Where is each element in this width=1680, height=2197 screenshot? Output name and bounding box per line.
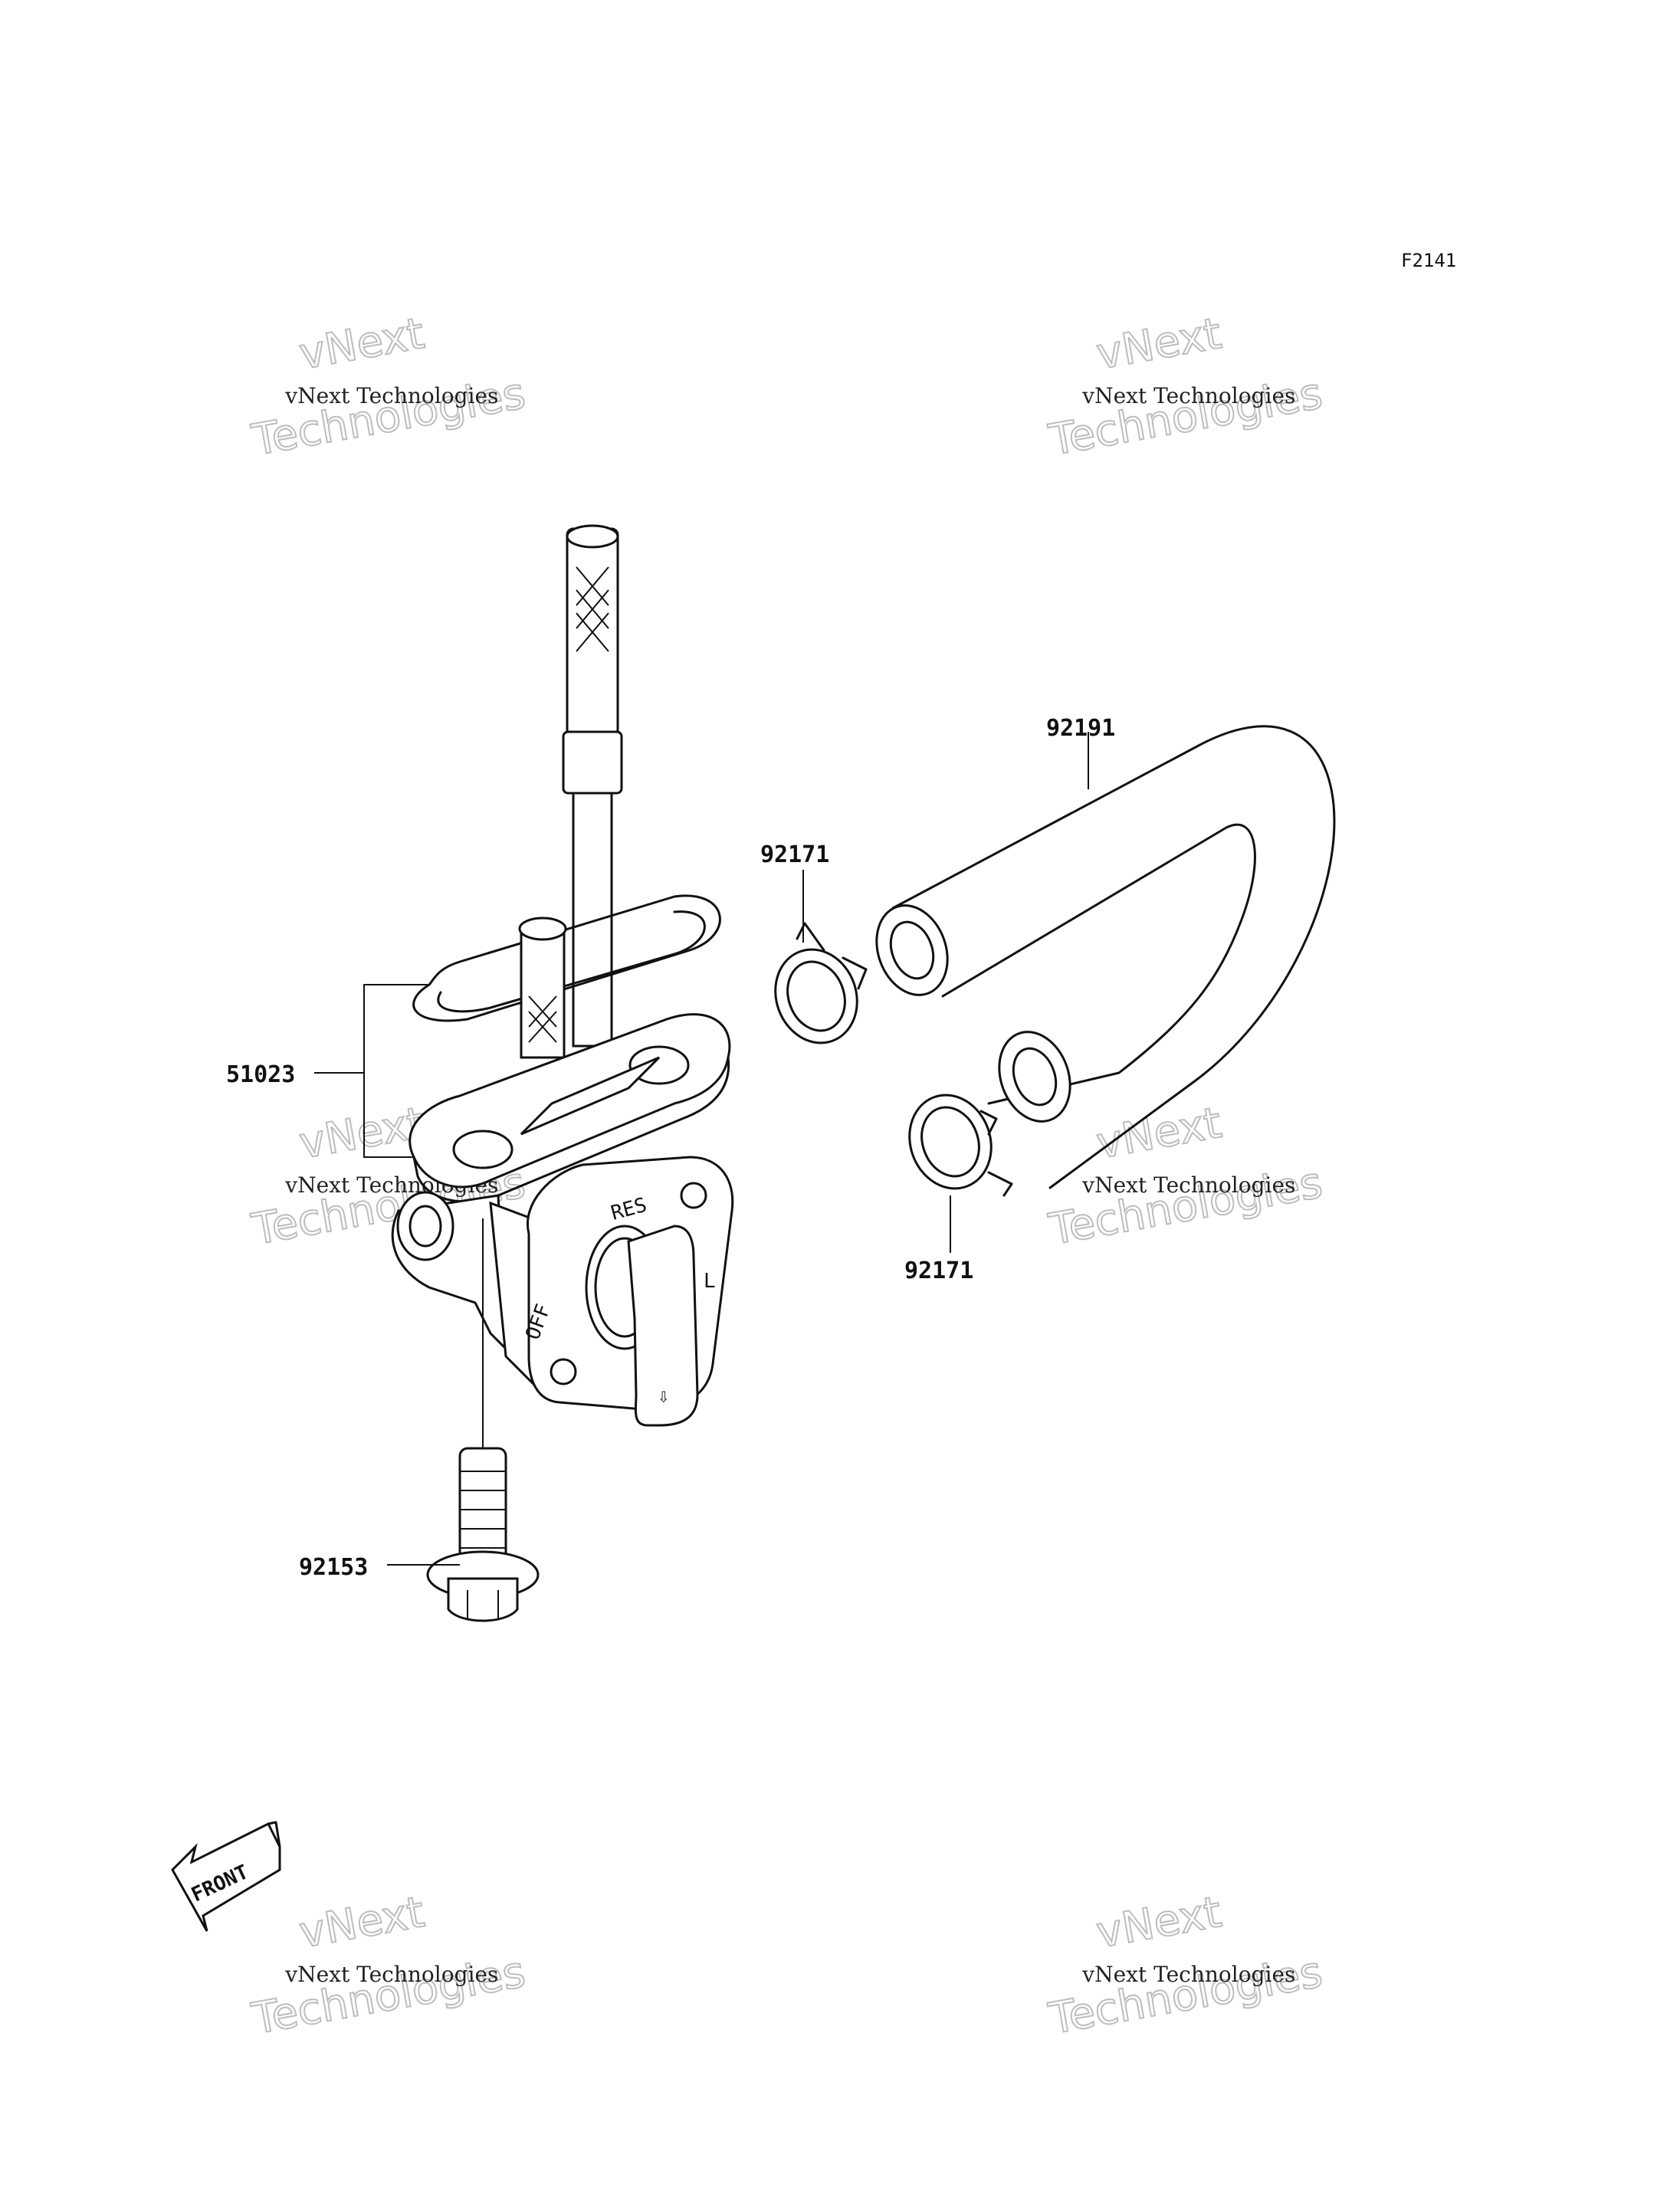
svg-text:vNext: vNext xyxy=(296,1098,428,1169)
fuel-hose xyxy=(875,725,1336,1189)
svg-text:vNext: vNext xyxy=(1093,309,1225,379)
part-label-92191: 92191 xyxy=(1046,715,1115,742)
plate-screw-bottom xyxy=(550,1358,577,1385)
outlet-port xyxy=(396,1191,454,1261)
filter-screen-lower xyxy=(520,926,566,1059)
filter-collar xyxy=(562,730,623,795)
filter-cap-upper xyxy=(566,524,619,549)
flange-hole-right xyxy=(628,1045,690,1085)
figure-code: F2141 xyxy=(1401,250,1456,271)
dial-on: L xyxy=(704,1270,716,1293)
hose-end-bottom xyxy=(998,1031,1071,1123)
svg-text:vNext Technologies: vNext Technologies xyxy=(1081,1962,1295,1987)
watermark-top-right: vNext Technologies vNext Technologies xyxy=(1045,308,1327,467)
svg-text:vNext Technologies: vNext Technologies xyxy=(1081,383,1295,408)
watermark-bottom-left: vNext Technologies vNext Technologies xyxy=(248,1887,530,2045)
bolt xyxy=(426,1447,540,1622)
watermark-bottom-right: vNext Technologies vNext Technologies xyxy=(1045,1887,1327,2045)
lever-plate xyxy=(527,1156,734,1412)
svg-text:vNext: vNext xyxy=(296,309,428,379)
watermark-top-left: vNext Technologies vNext Technologies xyxy=(248,308,530,467)
svg-text:vNext Technologies: vNext Technologies xyxy=(284,383,498,408)
front-arrow: FRONT xyxy=(171,1821,281,1932)
hose-end-top xyxy=(875,904,949,996)
stand-pipe-upper xyxy=(572,792,613,1048)
part-label-92171-lower: 92171 xyxy=(904,1258,973,1284)
hose-clamp-upper xyxy=(774,922,868,1044)
fuel-lever xyxy=(627,1225,699,1427)
gasket-ring xyxy=(412,894,721,1022)
plate-screw-top xyxy=(680,1182,707,1209)
part-label-92153: 92153 xyxy=(299,1554,368,1581)
filter-cap-lower xyxy=(518,917,567,941)
watermark-mid-right: vNext Technologies vNext Technologies xyxy=(1045,1097,1327,1256)
svg-text:vNext: vNext xyxy=(1093,1887,1225,1958)
part-label-92171-upper: 92171 xyxy=(760,841,829,868)
svg-text:vNext Technologies: vNext Technologies xyxy=(1081,1172,1295,1198)
lever-arrow-icon: ⇩ xyxy=(658,1385,670,1408)
hose-clamp-lower xyxy=(908,1094,1013,1197)
svg-text:vNext Technologies: vNext Technologies xyxy=(284,1962,498,1987)
leader-lines xyxy=(314,732,1089,1566)
fuel-cock-assembly: RES OFF L ⇩ xyxy=(391,524,734,1427)
flange-hole-left xyxy=(452,1130,514,1169)
part-label-51023: 51023 xyxy=(226,1061,295,1088)
svg-text:vNext: vNext xyxy=(296,1887,428,1958)
